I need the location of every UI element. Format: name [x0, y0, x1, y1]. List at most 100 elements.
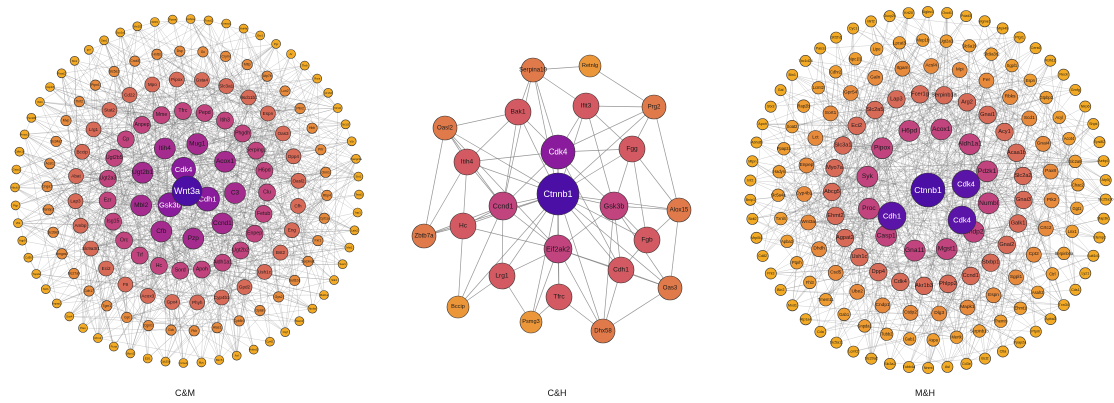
interaction-edge: [792, 208, 870, 306]
gene-node: Phlpp2: [938, 274, 958, 294]
gene-node-label: Csd5: [830, 269, 842, 275]
gene-node-label: Hmgcs2: [56, 252, 69, 256]
interaction-edge: [1042, 143, 1053, 274]
interaction-edge: [752, 152, 1017, 220]
gene-node-label: Cdk4: [953, 216, 971, 225]
gene-node-circle: [279, 85, 291, 97]
gene-node-circle: [104, 212, 122, 231]
interaction-edge: [56, 295, 148, 304]
gene-node-label: Cd82: [758, 254, 767, 258]
gene-node: Oasl2: [432, 115, 458, 141]
gene-node-label: Abcb1: [11, 185, 19, 189]
gene-node: Ctnnb1: [910, 172, 946, 208]
gene-node: Psmb8: [26, 113, 37, 123]
gene-node-circle: [72, 217, 89, 234]
gene-node-label: Itih4: [461, 159, 474, 166]
gene-node: Sirt1: [353, 171, 364, 182]
gene-node: Sort1: [822, 105, 839, 122]
interaction-edge: [39, 101, 108, 201]
interaction-edge: [242, 124, 346, 134]
gene-node-label: Bccip: [76, 149, 88, 154]
interaction-edge: [90, 248, 114, 347]
gene-node-circle: [1057, 299, 1070, 311]
gene-node: Cdk4: [891, 272, 910, 292]
gene-node-label: Gal: [778, 88, 784, 92]
gene-node-label: Gsta1: [13, 168, 21, 172]
gene-node: Myo7a: [825, 159, 844, 178]
interaction-edge: [161, 115, 299, 181]
gene-node: Yap1: [352, 207, 363, 218]
interaction-edge: [804, 89, 1076, 195]
gene-node: Ptpn1: [89, 79, 101, 91]
interaction-edge: [819, 249, 991, 263]
gene-node: Asl: [941, 360, 954, 373]
interaction-edge: [1046, 97, 1073, 232]
gene-node: Rbp4: [321, 189, 333, 201]
gene-node-circle: [109, 341, 119, 352]
interaction-edge: [806, 165, 836, 273]
gene-node: Gc: [197, 46, 209, 58]
gene-node: Cdc25a: [161, 356, 171, 367]
gene-node-circle: [519, 310, 543, 334]
gene-node-circle: [978, 15, 991, 28]
gene-node: Asah2: [1031, 285, 1045, 299]
gene-node-label: Cyr61: [266, 340, 274, 344]
gene-node: Bin2: [774, 284, 787, 296]
gene-node-label: Aldh1a1: [213, 260, 232, 266]
gene-node-circle: [830, 31, 842, 44]
gene-node-circle: [150, 257, 168, 275]
gene-node-circle: [169, 71, 185, 88]
gene-node-label: Ugt2a3: [100, 176, 117, 182]
interaction-edge: [444, 127, 559, 250]
interaction-edge: [222, 141, 352, 224]
interaction-edge: [244, 150, 257, 288]
gene-node: H6pd: [898, 120, 921, 142]
gene-node-label: Esr1: [257, 33, 263, 37]
gene-node: Acox1: [214, 150, 236, 173]
gene-node-circle: [826, 206, 845, 225]
gene-node: Krt20: [902, 7, 915, 20]
gene-node-circle: [13, 218, 23, 228]
gene-node: Fetub: [254, 205, 273, 223]
interaction-edge: [36, 273, 90, 292]
interaction-edge: [156, 54, 359, 177]
gene-node-label: Sidt2: [748, 217, 756, 221]
gene-node: Gtpbp2: [1039, 90, 1054, 105]
gene-node: Klf15: [150, 17, 160, 27]
gene-node-circle: [99, 169, 117, 188]
gene-node-circle: [1045, 267, 1059, 281]
gene-node: Npc1l1: [848, 52, 862, 66]
gene-node-label: Cd3e: [962, 362, 971, 366]
interaction-edge: [986, 37, 1020, 81]
gene-node-label: Mtpn: [748, 159, 756, 163]
network-panel-ch: RetnlgPsmg3BccipZbtb7aDhx58Oas3Alox15Prg…: [411, 54, 692, 344]
gene-node-circle: [132, 21, 143, 32]
gene-node-label: Lcn2: [281, 89, 288, 93]
interaction-edge: [15, 205, 313, 309]
gene-node-circle: [848, 52, 862, 66]
gene-node-circle: [858, 197, 880, 220]
interaction-edge: [172, 19, 338, 109]
gene-node-circle: [312, 73, 323, 84]
gene-node-label: Espn: [263, 111, 274, 116]
gene-node-label: Pgr: [274, 42, 278, 46]
gene-node: Cdhr2: [828, 65, 843, 79]
gene-node: Nnmt: [922, 362, 934, 374]
interaction-edge: [1000, 65, 1013, 322]
gene-node: Gys2: [273, 291, 285, 303]
interaction-edge: [870, 21, 1106, 181]
interaction-edge: [236, 76, 268, 356]
gene-node-circle: [247, 141, 265, 160]
interaction-edge: [202, 51, 299, 181]
gene-node-circle: [214, 150, 236, 173]
gene-node-label: Bst2: [276, 250, 286, 255]
interaction-edge: [158, 230, 355, 267]
gene-node-label: Acox1: [216, 158, 234, 165]
gene-node: Slc20a2: [865, 352, 878, 365]
gene-node-circle: [1038, 220, 1054, 237]
gene-node-label: Ncf1: [43, 287, 49, 291]
gene-node-label: Oasl2: [292, 178, 304, 183]
interaction-edge: [125, 198, 208, 285]
gene-node-circle: [218, 78, 234, 94]
